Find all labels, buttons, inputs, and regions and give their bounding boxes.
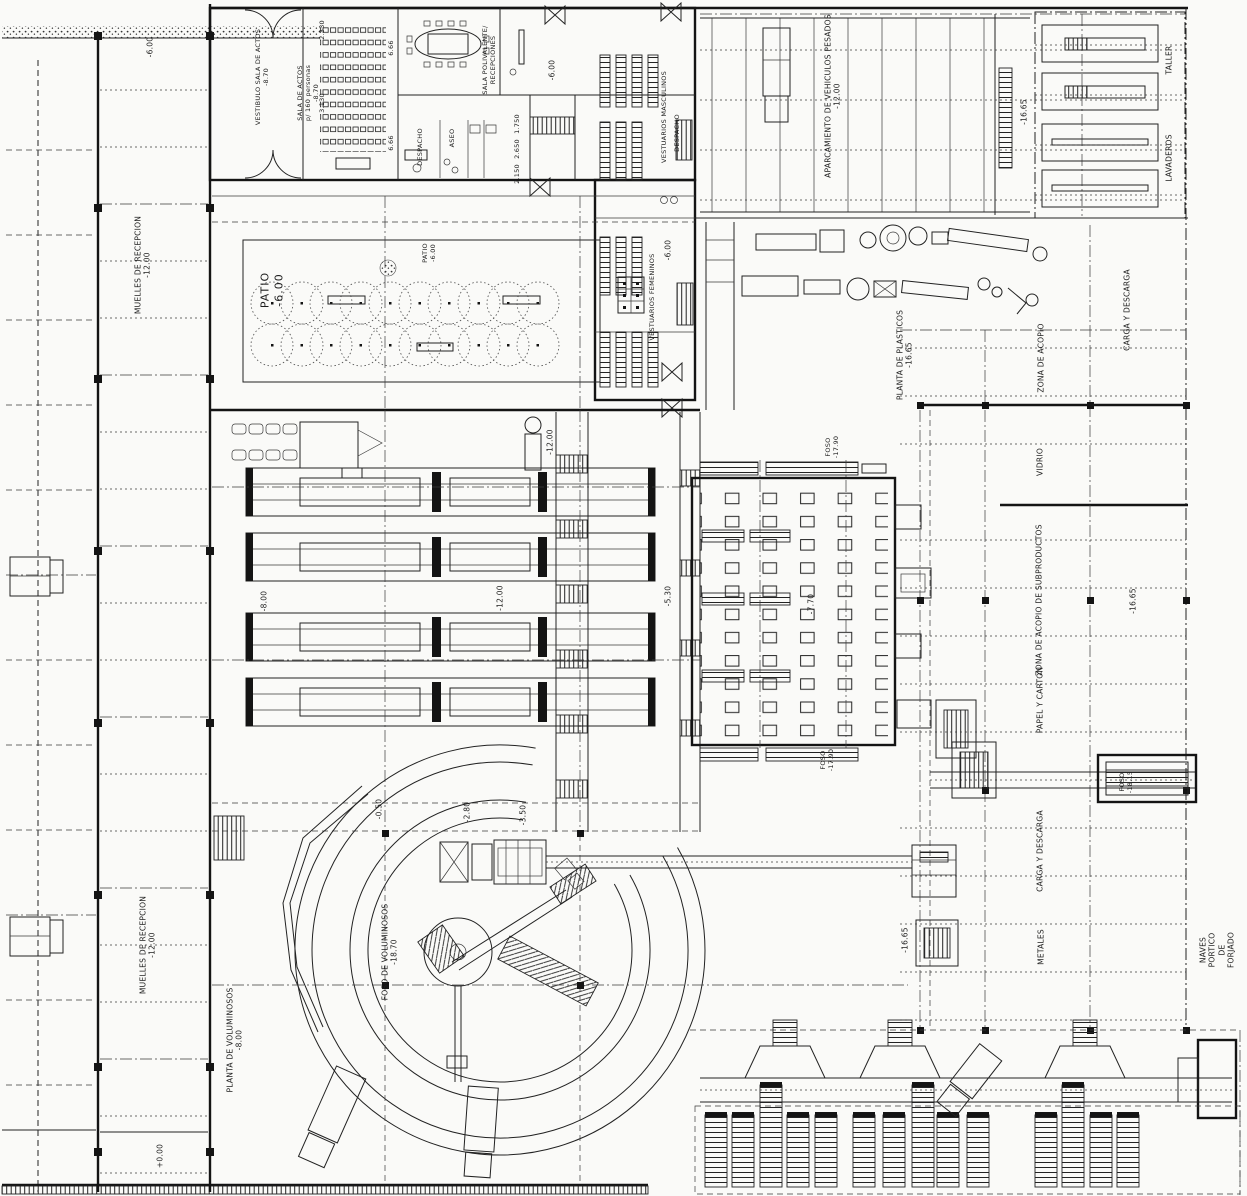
stair [676, 282, 694, 326]
double-door-icon [544, 4, 566, 26]
label-dim-666b: 6.66 [386, 135, 395, 151]
truck [9, 556, 64, 597]
label-elev-530: -5.30 [663, 585, 673, 607]
double-door-icon [661, 397, 683, 419]
label-despacho-2: DESPACHO [672, 114, 681, 152]
site-yard [1, 6, 1188, 1195]
label-dim-666a: 6.66 [386, 40, 395, 56]
label-elev-hall-oeste: -8.00 [259, 590, 269, 612]
label-patio-small: PATIO -6.00 [420, 243, 437, 263]
double-door-icon [661, 361, 683, 383]
label-elev-350: -3.50 [518, 804, 528, 826]
tree-icon [379, 259, 397, 277]
reception-docks [94, 4, 214, 1192]
double-door-icon [529, 176, 551, 198]
label-planta-plasticos: PLANTA DE PLASTICOS -16.65 [895, 309, 914, 401]
truck [9, 916, 64, 957]
label-dim-2330: 2.330 [317, 20, 326, 40]
truck [297, 1065, 367, 1169]
label-dim-2650: 2.650 [512, 139, 521, 159]
label-patio: PATIO -6.00 [258, 271, 285, 309]
label-aparcamiento: APARCAMIENTO DE VEHICULOS PESADOS -12.00 [823, 14, 842, 178]
taller-lavaderos [998, 11, 1186, 219]
label-muelles-recepcion-2: MUELLES DE RECEPCION -12.00 [138, 895, 157, 995]
label-elev-hall-norte: -12.00 [545, 429, 555, 455]
label-elev-metales: -16.65 [900, 927, 910, 953]
trommel-building [690, 330, 986, 1030]
label-dim-3130: 3.130 [317, 93, 326, 113]
truck [936, 1042, 1003, 1118]
label-foso-voluminosos: FOSO DE VOLUMINOSOS -18.70 [380, 903, 399, 1001]
crane-boom [451, 889, 573, 971]
stair [213, 815, 245, 861]
label-foso-trommel-sur: FOSO -17.90 [818, 748, 835, 772]
paper-conveyor [930, 741, 1198, 804]
foso-voluminosos [212, 744, 912, 1185]
label-zona-acopio: ZONA DE ACOPIO [1036, 323, 1046, 393]
truck [762, 27, 791, 123]
label-sala-actos: SALA DE ACTOS p/ 160 personas -8.70 [295, 64, 321, 122]
label-elev-subproductos: -16.65 [1128, 588, 1138, 614]
label-elev-050: -0.50 [374, 798, 384, 820]
label-papel-carton: PAPEL Y CARTON [1035, 666, 1045, 734]
label-dim-1750: 1.750 [512, 114, 521, 134]
label-aseo: ASEO [447, 128, 456, 148]
ramp [497, 935, 599, 1007]
double-door-icon [660, 1, 682, 23]
label-metales: METALES [1036, 929, 1046, 965]
shuttle-vehicle [231, 416, 542, 479]
label-carga-descarga-sur: CARGA Y DESCARGA [1035, 810, 1045, 892]
label-planta-voluminosos: PLANTA DE VOLUMINOSOS -8.00 [225, 987, 244, 1093]
label-elev-280: -2.80 [462, 801, 472, 823]
label-lavaderos: LAVADEROS [1164, 134, 1174, 182]
vestuarios [593, 54, 697, 419]
label-foso-trommel-norte: FOSO -17.90 [823, 435, 840, 459]
label-vidrio: VIDRIO [1035, 448, 1045, 476]
patio [212, 195, 695, 408]
sorting-machinery [705, 222, 1186, 410]
social-block [208, 1, 697, 198]
container-truck [439, 839, 547, 885]
label-elev-yard-top: -6.00 [145, 36, 155, 58]
label-vestuarios-femeninos: VESTUARIOS FEMENINOS [647, 253, 656, 341]
processing-hall [210, 408, 701, 861]
label-zona-subproductos: ZONA DE ACOPIO DE SUBPRODUCTOS [1034, 524, 1044, 676]
label-elev-770: -7.70 [806, 593, 816, 615]
showers [617, 276, 645, 314]
label-naves-portico: NAVES PORTICO DE FORJADO [1198, 931, 1236, 969]
storage-zones [690, 225, 1240, 1034]
label-elev-hall-centro: -12.00 [495, 585, 505, 611]
loader-vehicle [554, 857, 585, 890]
stair [675, 119, 693, 161]
label-vestuarios-masculinos: VESTUARIOS MASCULINOS [659, 71, 668, 163]
auditorium-seats [320, 26, 386, 152]
label-elev-femeninos: -6.00 [663, 239, 673, 261]
stair [529, 116, 576, 135]
label-muelles-recepcion-1: MUELLES DE RECEPCION -12.00 [133, 215, 152, 315]
truck [463, 1085, 499, 1179]
grab-crane-claw [417, 924, 465, 974]
label-elev-cero: +0.00 [155, 1143, 165, 1169]
label-vestibulo: VESTIBULO SALA DE ACTOS -8.70 [253, 28, 270, 126]
label-carga-descarga-norte: CARGA Y DESCARGA [1122, 269, 1132, 351]
label-elev-polivalente: -6.00 [547, 59, 557, 81]
label-sala-polivalente: SALA POLIVALENTE/ RECEPCIONES [480, 25, 497, 95]
label-despacho-1: DESPACHO [415, 128, 424, 166]
label-foso-papel: FOSO -18.15 [1117, 770, 1134, 794]
label-elev-taller: -16.65 [1019, 99, 1029, 125]
outbound-bays [694, 1019, 1241, 1195]
label-dim-2150: 2.150 [512, 164, 521, 184]
label-taller: TALLER [1164, 45, 1174, 75]
conference-table [406, 20, 490, 68]
